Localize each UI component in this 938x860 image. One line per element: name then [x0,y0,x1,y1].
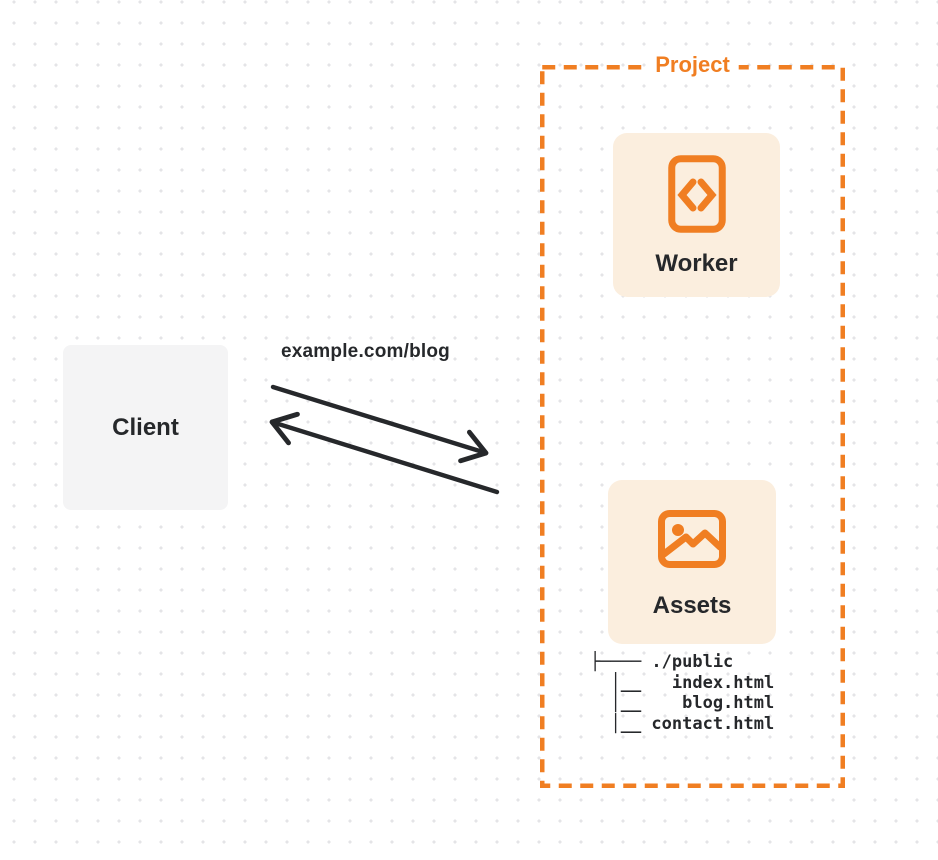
project-boundary: Project Worker Assets ├──── ./public │__… [540,50,845,788]
project-dashed-border [540,65,845,788]
worker-label: Worker [655,250,738,277]
code-brackets-icon [667,155,726,233]
project-label: Project [646,50,739,80]
assets-file-tree: ├──── ./public │__ index.html │__ blog.h… [590,652,775,734]
request-arrow [270,384,489,464]
response-arrow [269,411,500,495]
client-node: Client [63,345,228,510]
request-url-label: example.com/blog [281,341,450,362]
client-label: Client [112,413,179,441]
assets-node: Assets [608,480,776,644]
image-icon [658,510,726,568]
assets-label: Assets [652,592,732,619]
worker-node: Worker [613,133,780,297]
